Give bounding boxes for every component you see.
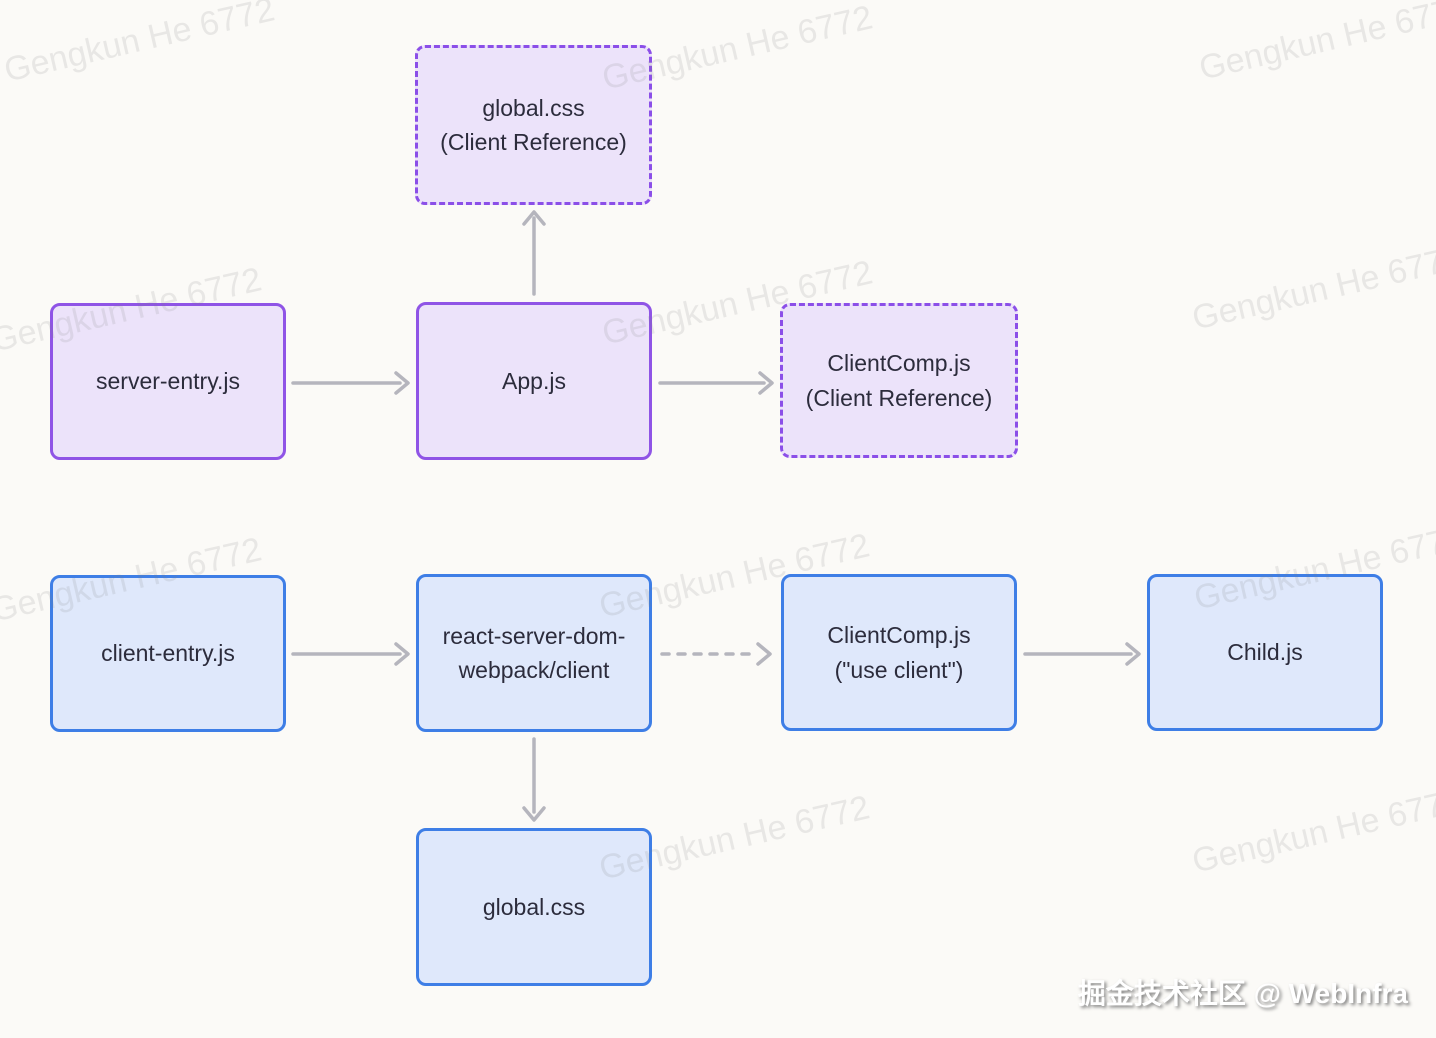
node-child: Child.js [1147,574,1383,731]
node-label: global.css [482,94,585,121]
node-sublabel: webpack/client [458,657,610,683]
node-label: ClientComp.js [827,350,971,376]
node-server-entry: server-entry.js [50,303,286,460]
tile-watermark: Gengkun He 6772 [346,0,624,4]
arrow-client-entry-to-rsdw [291,642,410,666]
node-label: global.css [482,893,586,920]
node-label: react-server-dom- [442,622,626,649]
node-label: App.js [502,367,566,394]
node-label: ClientComp.js [827,622,971,648]
tile-watermark: Gengkun He 6772 [1188,781,1436,881]
arrow-rsdw-to-clientcomp-dashed [660,642,772,666]
node-app: App.js [416,302,652,460]
arrow-app-to-global-css-reference [522,210,546,296]
node-global-css: global.css [416,828,652,986]
node-clientcomp-use-client: ClientComp.js ("use client") [781,574,1017,731]
tile-watermark: Gengkun He 6772 [1195,0,1436,88]
brand-watermark: 掘金技术社区 @ WebInfra [1077,978,1408,1009]
node-label: Child.js [1227,639,1303,666]
arrow-app-to-clientcomp-reference [658,371,774,395]
node-clientcomp-client-reference: ClientComp.js (Client Reference) [780,303,1018,458]
node-client-entry: client-entry.js [50,575,286,732]
node-react-server-dom-webpack-client: react-server-dom- webpack/client [416,574,652,732]
arrow-rsdw-to-global-css [522,737,546,822]
node-label: server-entry.js [96,368,240,395]
node-sublabel: ("use client") [834,656,964,683]
node-label: client-entry.js [101,640,235,667]
node-global-css-client-reference: global.css (Client Reference) [415,45,652,205]
tile-watermark: Gengkun He 6772 [1188,238,1436,338]
node-sublabel: (Client Reference) [440,129,627,155]
arrow-server-entry-to-app [291,371,410,395]
arrow-clientcomp-to-child [1023,642,1141,666]
tile-watermark: Gengkun He 6772 [0,0,279,90]
node-sublabel: (Client Reference) [805,384,993,411]
